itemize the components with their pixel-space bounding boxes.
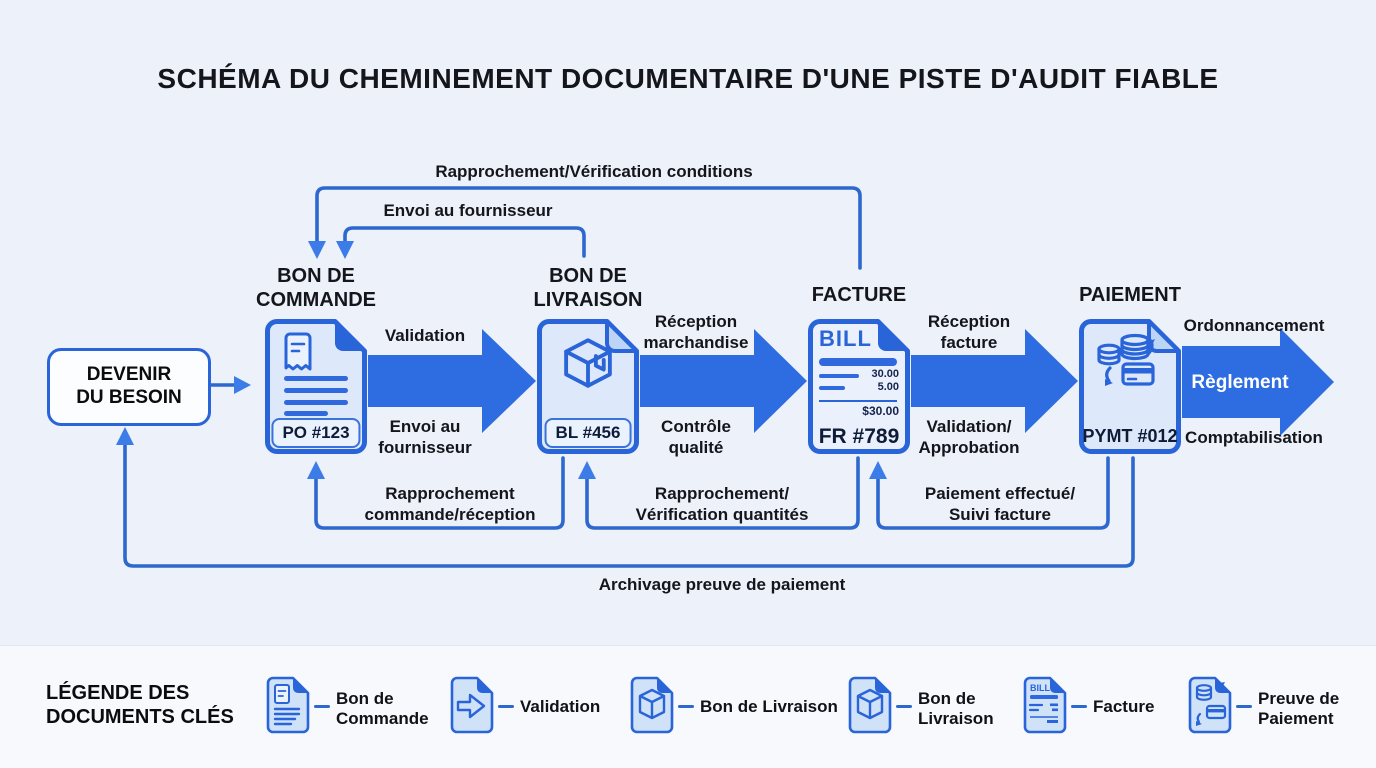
arrowhead-up-return1 xyxy=(307,461,325,479)
stage-title-paiement: PAIEMENT xyxy=(1079,284,1181,306)
label-reception-marchandise: Réception marchandise xyxy=(643,312,749,352)
card-paiement: PYMT #012 xyxy=(1078,318,1182,455)
connector-return-verification-quantites xyxy=(585,456,860,530)
bill-amount: 5.00 xyxy=(877,381,899,393)
legend-connector xyxy=(1236,705,1252,708)
text-line xyxy=(284,411,328,416)
arrowhead-right-start xyxy=(234,376,251,394)
label-paiement-effectue-suivi: Paiement effectué/ Suivi facture xyxy=(924,484,1076,524)
label-archivage-preuve-paiement: Archivage preuve de paiement xyxy=(598,575,846,594)
legend-connector xyxy=(498,705,514,708)
card-bon-de-commande: PO #123 xyxy=(264,318,368,455)
arrowhead-up-return2 xyxy=(578,461,596,479)
bill-line xyxy=(819,374,859,378)
flow-arrow-validation xyxy=(368,329,536,433)
document-shape xyxy=(808,319,910,454)
flow-arrow-reception-facture xyxy=(911,329,1078,433)
legend-label-validation: Validation xyxy=(520,697,601,716)
flow-arrow-reception-marchandise xyxy=(640,329,807,433)
connector-envoi-fournisseur xyxy=(343,226,586,258)
arrowhead-down-envoi xyxy=(336,241,354,259)
bill-amount: 30.00 xyxy=(871,368,899,380)
folded-corner xyxy=(605,319,639,353)
card-facture: BILL 30.00 5.00 $30.00 FR #789 xyxy=(807,318,911,455)
text-line xyxy=(284,400,348,405)
label-validation-approbation: Validation/ Approbation xyxy=(918,417,1020,457)
package-box-icon xyxy=(564,338,612,388)
label-rapprochement-verification-quantites: Rapprochement/ Vérification quantités xyxy=(635,484,809,524)
doc-id: PYMT #012 xyxy=(1082,426,1178,446)
doc-id-chip: PO #123 xyxy=(271,418,361,448)
page-title: SCHÉMA DU CHEMINEMENT DOCUMENTAIRE D'UNE… xyxy=(157,63,1219,94)
connector-return-commande-reception xyxy=(314,456,565,530)
legend-strip: LÉGENDE DES DOCUMENTS CLÉS Bon de Comman… xyxy=(0,645,1376,768)
connector-archivage xyxy=(123,442,1135,568)
connector-rapprochement-conditions xyxy=(315,186,862,270)
label-envoi-fournisseur-top: Envoi au fournisseur xyxy=(383,201,553,220)
arrowhead-up-return3 xyxy=(869,461,887,479)
card-bon-de-livraison: BL #456 xyxy=(536,318,640,455)
legend-label-preuve-de-paiement: Preuve de Paiement xyxy=(1258,689,1340,729)
stage-title-bon-de-commande: BON DE COMMANDE xyxy=(256,265,376,312)
label-ordonnancement: Ordonnancement xyxy=(1183,316,1325,335)
legend-doc-package-icon xyxy=(630,676,674,734)
receipt-icon xyxy=(284,332,312,371)
start-box-devenir-du-besoin: DEVENIR DU BESOIN xyxy=(47,348,211,426)
text-line xyxy=(284,376,348,381)
legend-doc-payment-icon xyxy=(1188,676,1232,734)
label-envoi-fournisseur-below: Envoi au fournisseur xyxy=(378,417,472,457)
label-rapprochement-commande-reception: Rapprochement commande/réception xyxy=(364,484,536,524)
doc-id-chip: BL #456 xyxy=(544,418,632,448)
coins-card-icon xyxy=(1097,333,1155,386)
legend-connector xyxy=(1071,705,1087,708)
label-controle-qualite: Contrôle qualité xyxy=(661,417,731,457)
arrowhead-down-conditions xyxy=(308,241,326,259)
folded-corner xyxy=(335,321,365,351)
legend-label-bon-de-livraison-2: Bon de Livraison xyxy=(918,689,994,729)
legend-doc-bill-icon: BILL xyxy=(1023,676,1067,734)
stage-title-bon-de-livraison: BON DE LIVRAISON xyxy=(533,265,643,312)
bill-divider xyxy=(819,400,897,402)
label-comptabilisation: Comptabilisation xyxy=(1185,428,1323,447)
legend-connector xyxy=(314,705,330,708)
bill-title-bar xyxy=(819,358,897,366)
legend-doc-receipt-icon xyxy=(266,676,310,734)
connector-return-paiement-effectue xyxy=(876,456,1110,530)
label-rapprochement-conditions: Rapprochement/Vérification conditions xyxy=(435,162,753,181)
legend-label-bon-de-commande: Bon de Commande xyxy=(336,689,429,729)
legend-doc-package-icon xyxy=(848,676,892,734)
legend-doc-arrow-icon xyxy=(450,676,494,734)
text-line xyxy=(284,388,348,393)
legend-connector xyxy=(896,705,912,708)
bill-line xyxy=(819,386,845,390)
legend-title: LÉGENDE DES DOCUMENTS CLÉS xyxy=(46,682,234,729)
label-reglement: Règlement xyxy=(1191,372,1289,393)
legend-connector xyxy=(678,705,694,708)
label-validation: Validation xyxy=(384,326,466,345)
legend-label-facture: Facture xyxy=(1093,697,1155,716)
legend-label-bon-de-livraison: Bon de Livraison xyxy=(700,697,838,716)
label-reception-facture: Réception facture xyxy=(927,312,1011,352)
flow-arrow-reglement xyxy=(1182,328,1334,436)
bill-header: BILL xyxy=(819,326,872,351)
doc-id: FR #789 xyxy=(818,425,900,448)
stage-title-facture: FACTURE xyxy=(811,284,907,306)
legend-bill-text: BILL xyxy=(1030,683,1050,693)
arrowhead-up-archivage xyxy=(116,427,134,445)
folded-corner xyxy=(878,321,908,351)
bill-total: $30.00 xyxy=(862,404,899,418)
